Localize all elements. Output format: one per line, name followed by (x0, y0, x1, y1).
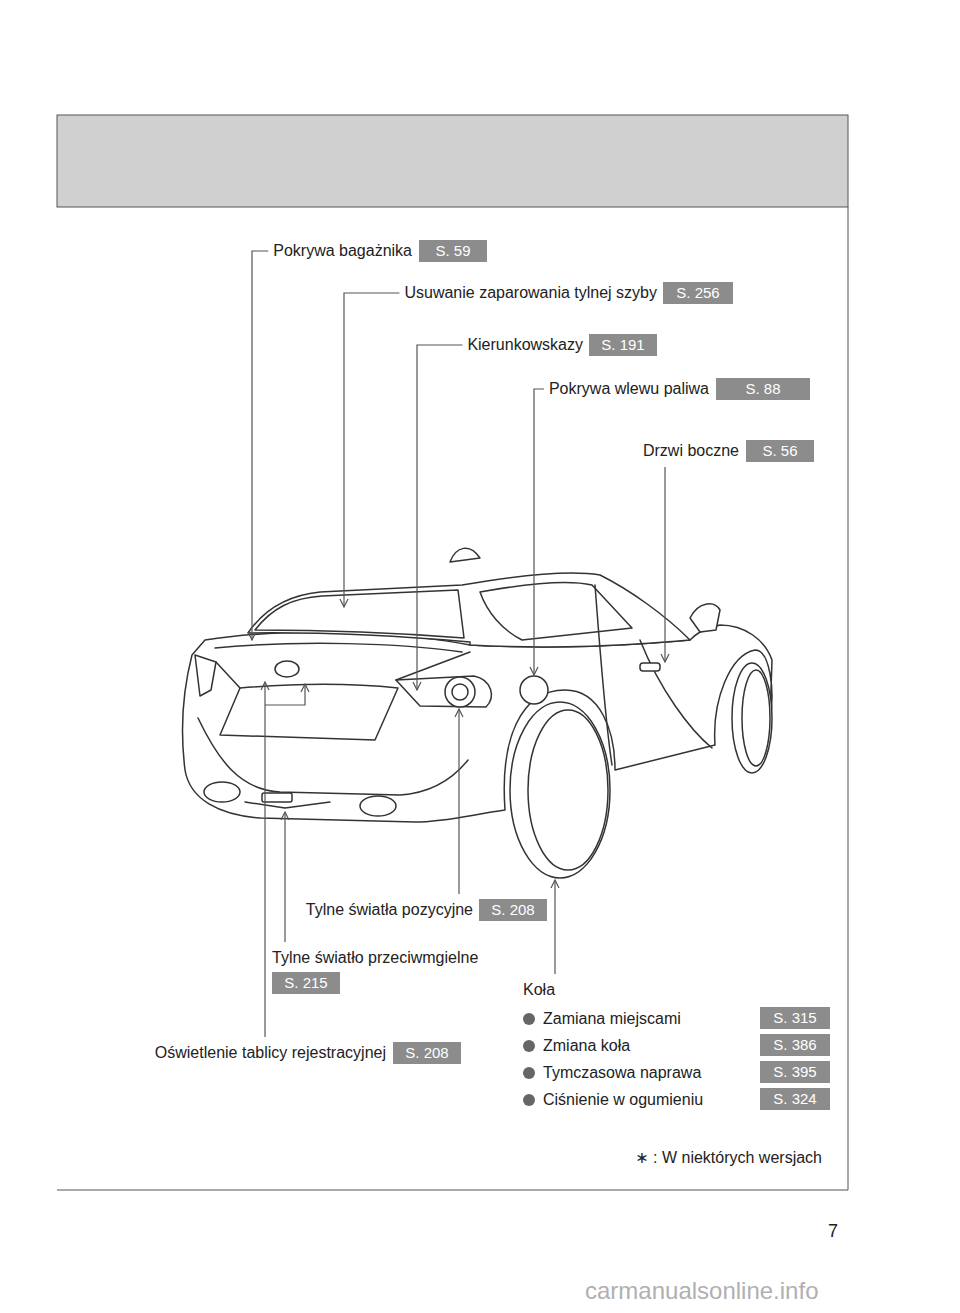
page-badge: S. 191 (589, 334, 657, 356)
leader-line (265, 684, 305, 705)
part-label: Pokrywa bagażnika (273, 240, 412, 262)
page-reference: S. 395 (773, 1063, 816, 1080)
bullet (523, 1013, 535, 1025)
page-badge: S. 395 (760, 1061, 830, 1083)
page-badge: S. 256 (663, 282, 733, 304)
leader-line (344, 293, 399, 607)
part-label: Tymczasowa naprawa (543, 1062, 701, 1084)
part-label: Pokrywa wlewu paliwa (549, 378, 709, 400)
page-badge: S. 315 (760, 1007, 830, 1029)
part-label: Zamiana miejscami (543, 1008, 681, 1030)
page-badge: S. 88 (716, 378, 810, 400)
leader-line (252, 251, 268, 640)
bullets (523, 1013, 535, 1106)
leader-line (417, 345, 462, 690)
page-number: 7 (828, 1219, 838, 1243)
bullet (523, 1067, 535, 1079)
page-reference: S. 315 (773, 1009, 816, 1026)
header-band (57, 115, 848, 207)
part-label: Oświetlenie tablicy rejestracyjnej (155, 1042, 386, 1064)
part-label: Tylne światła pozycyjne (306, 899, 473, 921)
page-reference: S. 191 (601, 336, 644, 353)
page-reference: S. 59 (435, 242, 470, 259)
bullet (523, 1094, 535, 1106)
page-reference: S. 56 (762, 442, 797, 459)
part-label: Zmiana koła (543, 1035, 630, 1057)
leader-line (284, 812, 285, 942)
leader-line (534, 389, 544, 675)
page-reference: S. 256 (676, 284, 719, 301)
page-badge: S. 215 (272, 972, 340, 994)
leader-line (264, 682, 265, 1037)
part-label: ∗ : W niektórych wersjach (635, 1147, 822, 1169)
part-label: Ciśnienie w ogumieniu (543, 1089, 703, 1111)
part-label: Tylne światło przeciwmgielne (272, 947, 478, 969)
page-reference: S. 215 (284, 974, 327, 991)
part-label: Koła (523, 979, 555, 1001)
leader-lines (252, 251, 665, 1037)
part-label: Usuwanie zaparowania tylnej szyby (404, 282, 657, 304)
car-body (183, 548, 772, 878)
page-badge: S. 324 (760, 1088, 830, 1110)
frame-line (57, 1190, 848, 1191)
leader-line (664, 467, 665, 662)
page-reference: S. 208 (491, 901, 534, 918)
part-label: Kierunkowskazy (467, 334, 583, 356)
leader-line (554, 880, 555, 974)
page-badge: S. 208 (393, 1042, 461, 1064)
frame-line (848, 207, 849, 1190)
page-badge: S. 59 (419, 240, 487, 262)
page-reference: S. 208 (405, 1044, 448, 1061)
page-badge: S. 208 (479, 899, 547, 921)
page-badge: S. 56 (746, 440, 814, 462)
page-reference: S. 324 (773, 1090, 816, 1107)
page-reference: S. 386 (773, 1036, 816, 1053)
page-badge: S. 386 (760, 1034, 830, 1056)
page-reference: S. 88 (745, 380, 780, 397)
bullet (523, 1040, 535, 1052)
part-label: Drzwi boczne (643, 440, 739, 462)
watermark: carmanualsonline.info (585, 1276, 818, 1306)
leader-line (458, 709, 459, 894)
